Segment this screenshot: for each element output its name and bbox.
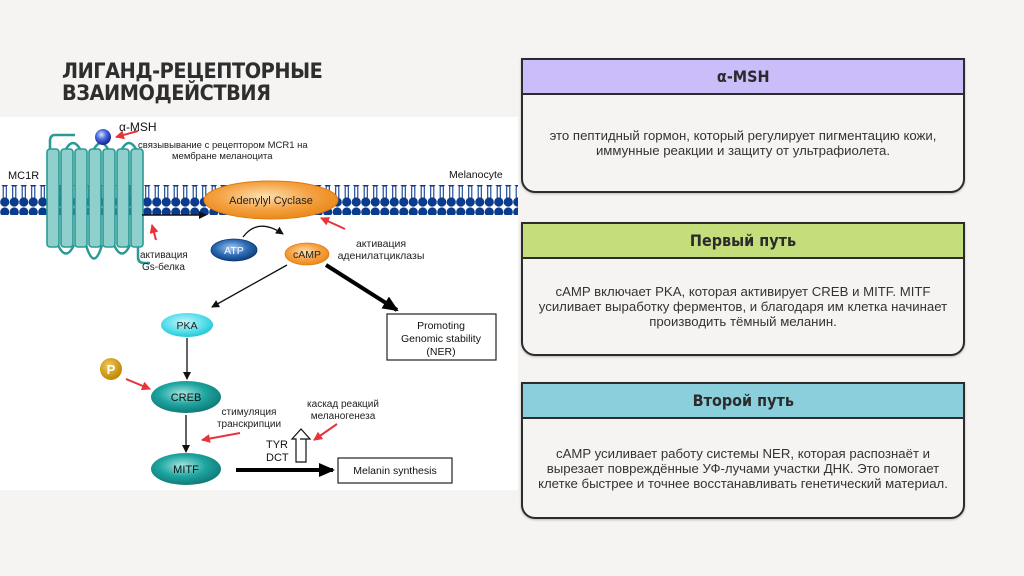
ner-box [386, 313, 497, 361]
card-first-pathway-header: Первый путь [523, 224, 963, 259]
melanin-synthesis-label: Melanin synthesis [353, 465, 436, 477]
binding-annotation-line-1: связывывание с рецептором MCR1 на [138, 140, 308, 151]
pka-label: PKA [176, 320, 197, 332]
msh-ligand-icon [95, 129, 111, 145]
gs-annotation-line-1: активация [140, 250, 188, 261]
gs-annotation-arrow [149, 224, 159, 241]
card-second-pathway: Второй путь cAMP усиливает работу систем… [521, 382, 965, 519]
adenylyl-cyclase-label: Adenylyl Cyclase [229, 195, 313, 207]
phosphate-arrow [125, 378, 151, 391]
ner-label-line-1: Promoting [417, 320, 465, 332]
melanin-synthesis-box [337, 457, 453, 484]
camp-to-ner-arrow [324, 263, 399, 312]
mc1r-label: MC1R [8, 170, 39, 182]
msh-label: α-MSH [119, 120, 157, 134]
card-alpha-msh: α-MSH это пептидный гормон, который регу… [521, 58, 965, 193]
camp-label: cAMP [293, 249, 321, 261]
transcription-annotation-line-1: стимуляция [222, 407, 277, 418]
camp-to-pka-arrow [211, 264, 288, 308]
cascade-annotation-arrow [313, 423, 338, 441]
slide-title-line-2: ВЗАИМОДЕЙСТВИЯ [62, 81, 271, 105]
card-first-pathway-title: Первый путь [689, 231, 797, 250]
card-alpha-msh-body: это пептидный гормон, который регулирует… [549, 128, 937, 158]
phosphate-label: P [107, 362, 116, 377]
card-first-pathway-body: cAMP включает PKA, которая активирует CR… [538, 284, 948, 329]
atp-to-camp-arrow [242, 225, 284, 238]
cascade-annotation-line-1: каскад реакций [307, 399, 379, 410]
card-second-pathway-title: Второй путь [692, 391, 794, 410]
pathway-svg: α-MSH связывывание с рецептором MCR1 на … [0, 120, 518, 485]
signaling-pathway-diagram: α-MSH связывывание с рецептором MCR1 на … [0, 117, 518, 490]
ner-label-line-3: (NER) [426, 346, 455, 358]
melanocyte-label: Melanocyte [449, 169, 503, 181]
slide-title-line-1: ЛИГАНД-РЕЦЕПТОРНЫЕ [62, 59, 323, 83]
phosphate-icon [100, 358, 122, 380]
binding-annotation-line-2: мембране меланоцита [172, 151, 273, 162]
pka-node [161, 313, 213, 337]
cyclase-annotation-line-1: активация [356, 238, 406, 250]
gs-annotation-line-2: Gs-белка [142, 261, 185, 273]
atp-label: ATP [224, 245, 244, 257]
dct-label: DCT [266, 452, 289, 464]
card-second-pathway-header: Второй путь [523, 384, 963, 419]
card-alpha-msh-title: α-MSH [716, 67, 770, 86]
card-first-pathway: Первый путь cAMP включает PKA, которая а… [521, 222, 965, 356]
upregulation-arrow-icon [290, 428, 312, 463]
mitf-node [151, 453, 221, 485]
creb-node [151, 381, 221, 413]
creb-label: CREB [171, 392, 202, 404]
tyr-label: TYR [266, 439, 288, 451]
cyclase-annotation-line-2: аденилатциклазы [338, 250, 425, 262]
mc1r-receptor [46, 133, 150, 265]
camp-node [284, 242, 330, 266]
mitf-label: MITF [173, 464, 199, 476]
msh-annotation-arrow [115, 130, 139, 140]
cyclase-annotation-arrow [320, 217, 346, 230]
cascade-annotation-line-2: меланогенеза [311, 411, 376, 422]
slide-title: ЛИГАНД-РЕЦЕПТОРНЫЕ ВЗАИМОДЕЙСТВИЯ [62, 59, 323, 105]
adenylyl-cyclase-node [203, 180, 339, 220]
transcription-annotation-line-2: транскрипции [217, 419, 281, 430]
atp-node [210, 238, 258, 262]
card-second-pathway-body: cAMP усиливает работу системы NER, котор… [538, 445, 948, 491]
card-alpha-msh-header: α-MSH [523, 60, 963, 95]
transcription-annotation-arrow [201, 432, 241, 443]
ner-label-line-2: Genomic stability [401, 333, 482, 345]
